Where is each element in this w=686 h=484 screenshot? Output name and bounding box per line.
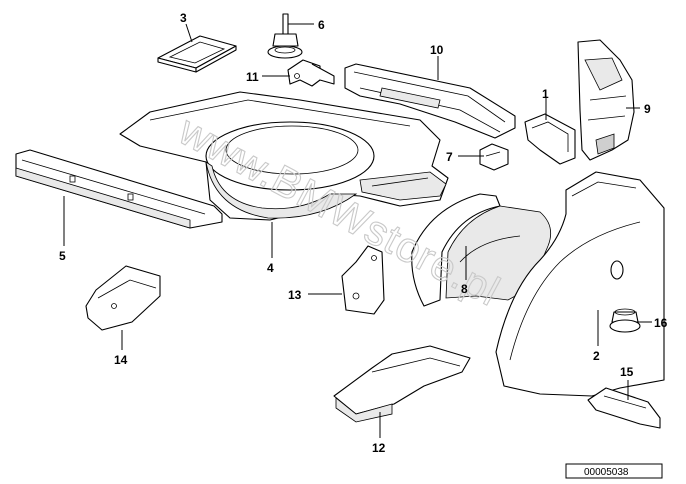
- callout-6: 6: [318, 18, 325, 32]
- callout-11: 11: [246, 70, 259, 84]
- part-8-wheel-arch: [411, 193, 552, 307]
- callout-5: 5: [59, 249, 66, 263]
- reference-box: 00005038: [565, 463, 663, 479]
- callouts: 3 6 11 10 1 9 7 5 4 8 13 2 16 14 12 15: [59, 11, 668, 455]
- callout-9: 9: [644, 102, 651, 116]
- part-10-rail: [344, 63, 516, 139]
- part-2-quarter-panel: [495, 171, 665, 397]
- part-3-bracket: [157, 35, 237, 73]
- part-6-stud: [267, 13, 303, 59]
- leader-lines: [63, 23, 652, 438]
- part-15-bracket: [587, 387, 661, 429]
- part-11-bracket: [287, 59, 335, 87]
- callout-14: 14: [114, 353, 128, 367]
- callout-8: 8: [461, 282, 468, 296]
- callout-7: 7: [446, 150, 453, 164]
- part-4-floor-pan: [119, 91, 449, 221]
- callout-10: 10: [430, 43, 444, 57]
- callout-1: 1: [542, 87, 549, 101]
- part-12-channel: [333, 345, 471, 423]
- callout-15: 15: [620, 365, 634, 379]
- part-16-grommet: [609, 308, 641, 333]
- callout-2: 2: [593, 349, 600, 363]
- reference-number: 00005038: [584, 467, 629, 478]
- callout-12: 12: [372, 441, 386, 455]
- part-14-bracket: [85, 265, 161, 331]
- part-7-clip: [479, 143, 509, 171]
- callout-16: 16: [654, 316, 668, 330]
- callout-3: 3: [180, 11, 187, 25]
- callout-13: 13: [288, 288, 302, 302]
- part-5-sill: [15, 149, 223, 229]
- part-1-bracket: [524, 113, 576, 165]
- callout-4: 4: [267, 261, 274, 275]
- part-9-panel: [577, 39, 635, 161]
- part-13-bracket: [341, 245, 385, 315]
